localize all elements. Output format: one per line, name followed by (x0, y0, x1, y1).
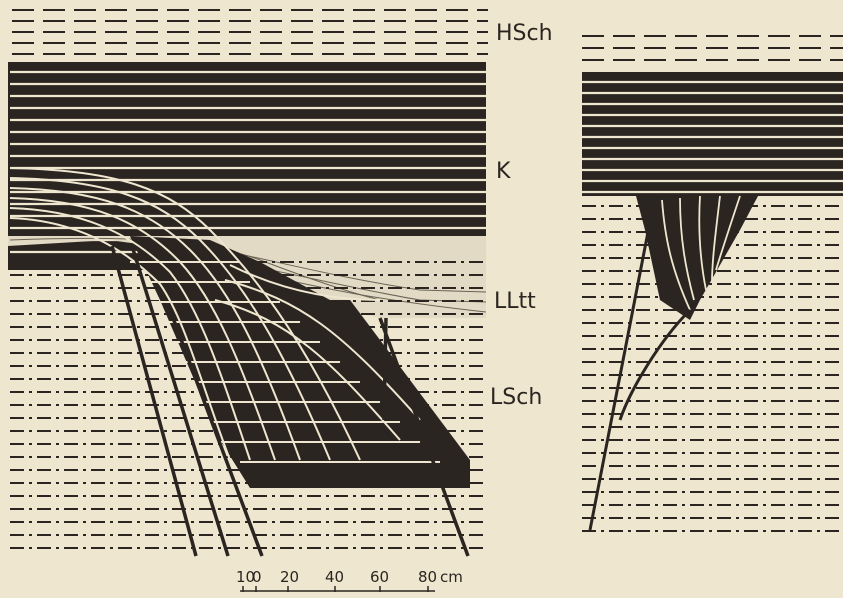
scale-tick-60: 60 (370, 568, 389, 586)
label-hsch: HSch (496, 21, 553, 46)
scale-tick-0: 0 (252, 568, 262, 586)
scale-unit: cm (440, 568, 463, 586)
scale-tick-40: 40 (325, 568, 344, 586)
scale-tick-20: 20 (280, 568, 299, 586)
label-k: K (496, 159, 511, 184)
right-section (582, 36, 843, 531)
label-lsch: LSch (490, 385, 542, 410)
k-bed-right (582, 72, 843, 320)
label-lltt: LLtt (494, 289, 536, 314)
scale-tick-80: 80 (418, 568, 437, 586)
left-section (8, 10, 488, 556)
scale-bar: 10 0 20 40 60 80 cm (236, 568, 463, 592)
hsch-bed-left (12, 10, 488, 54)
hsch-bed-right (582, 36, 843, 60)
